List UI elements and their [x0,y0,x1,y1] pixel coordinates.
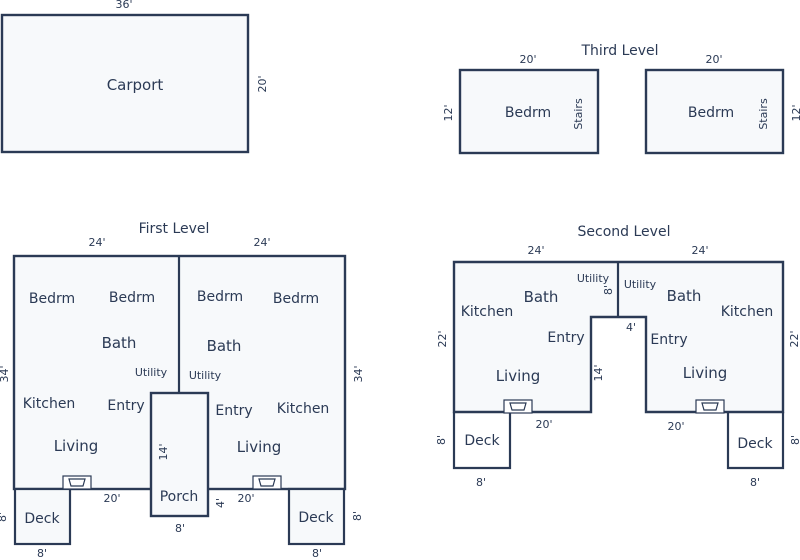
second-right-entry: Entry [650,332,687,348]
third-right-stairs: Stairs [757,98,770,130]
third-right-depth: 12' [790,104,800,121]
second-left-deck-depth: 8' [435,435,448,445]
second-right-width: 24' [691,244,708,257]
second-left-bath: Bath [524,288,559,306]
first-right-kitchen: Kitchen [277,401,330,417]
first-left-kitchen: Kitchen [23,396,76,412]
third-left-depth: 12' [442,104,455,121]
second-right-utility: Utility [624,278,657,291]
second-right-bath: Bath [667,287,702,305]
second-right-depth: 22' [788,330,800,347]
third-right-width: 20' [705,53,722,66]
first-right-fireplace [252,475,282,490]
first-right-depth: 34' [352,365,365,382]
second-left-deck-label: Deck [464,433,500,449]
second-left-living: Living [496,367,541,385]
first-right-bath: Bath [207,337,242,355]
first-left-deck-label: Deck [24,511,60,527]
second-right-kitchen: Kitchen [721,304,774,320]
third-left-stairs: Stairs [572,98,585,130]
second-right-deck [726,412,785,470]
second-right-bottom-width: 20' [667,420,684,433]
first-left-deck-depth: 8' [0,512,9,522]
first-right-deck-depth: 8' [351,511,364,521]
second-left-depth: 22' [436,330,449,347]
first-right-entry: Entry [215,403,252,419]
first-left-entry: Entry [107,398,144,414]
first-right-living: Living [237,438,282,456]
first-right-width: 24' [253,236,270,249]
first-left-bedrm-2: Bedrm [109,290,155,306]
first-left-fireplace [62,475,92,490]
second-gap-width: 4' [626,321,636,334]
first-left-deck-width: 8' [37,547,47,560]
first-right-deck-width: 8' [312,547,322,560]
second-left-kitchen: Kitchen [461,304,514,320]
second-right-deck-label: Deck [737,436,773,452]
first-right-bedrm-2: Bedrm [273,291,319,307]
second-right-living: Living [683,364,728,382]
second-left-deck [452,412,512,470]
first-right-deck-label: Deck [298,510,334,526]
third-level-right-unit [644,68,785,155]
first-left-bedrm-1: Bedrm [29,291,75,307]
third-left-bedrm: Bedrm [505,105,551,121]
second-level-title: Second Level [578,224,671,240]
second-right-deck-width: 8' [750,476,760,489]
second-utility-dim: 8' [602,285,615,295]
first-right-notch: 4' [214,498,227,508]
second-gap-depth: 14' [592,364,605,381]
carport-depth: 20' [256,75,269,92]
second-left-deck-width: 8' [476,476,486,489]
porch-label: Porch [160,489,199,505]
first-left-bottom-width: 20' [103,492,120,505]
second-left-utility: Utility [577,272,610,285]
first-right-deck [287,487,346,546]
second-left-bottom-width: 20' [535,418,552,431]
third-level-title: Third Level [580,43,658,59]
carport-label: Carport [107,76,164,94]
third-level-left-unit [458,68,600,155]
second-right-deck-depth: 8' [789,435,800,445]
second-right-fireplace [695,399,725,414]
first-right-bedrm-1: Bedrm [197,289,243,305]
second-left-fireplace [503,399,533,414]
third-right-bedrm: Bedrm [688,105,734,121]
porch [149,391,210,518]
carport: 36' Carport 20' [0,0,269,154]
first-right-utility: Utility [189,369,222,382]
first-right-bottom-width: 20' [237,492,254,505]
third-level: Third Level 20' 12' Bedrm Stairs 20' 12'… [442,43,800,155]
second-level-outline [452,260,785,414]
carport-outline [0,13,250,154]
porch-depth: 14' [157,443,170,460]
second-left-entry: Entry [547,330,584,346]
carport-width: 36' [115,0,132,11]
first-left-utility: Utility [135,366,168,379]
porch-width: 8' [175,522,185,535]
first-left-bath: Bath [102,334,137,352]
first-left-depth: 34' [0,365,11,382]
second-level: Second Level 24' 24' 22' 22' 8' 4' 14' 2… [435,224,800,489]
second-left-width: 24' [527,244,544,257]
first-left-width: 24' [88,236,105,249]
third-left-width: 20' [519,53,536,66]
first-left-deck [13,487,72,546]
first-level-title: First Level [139,221,210,237]
first-level: First Level 24' 24' 34' 34' 20' 20' 4' 1… [0,221,365,560]
first-left-living: Living [54,437,99,455]
